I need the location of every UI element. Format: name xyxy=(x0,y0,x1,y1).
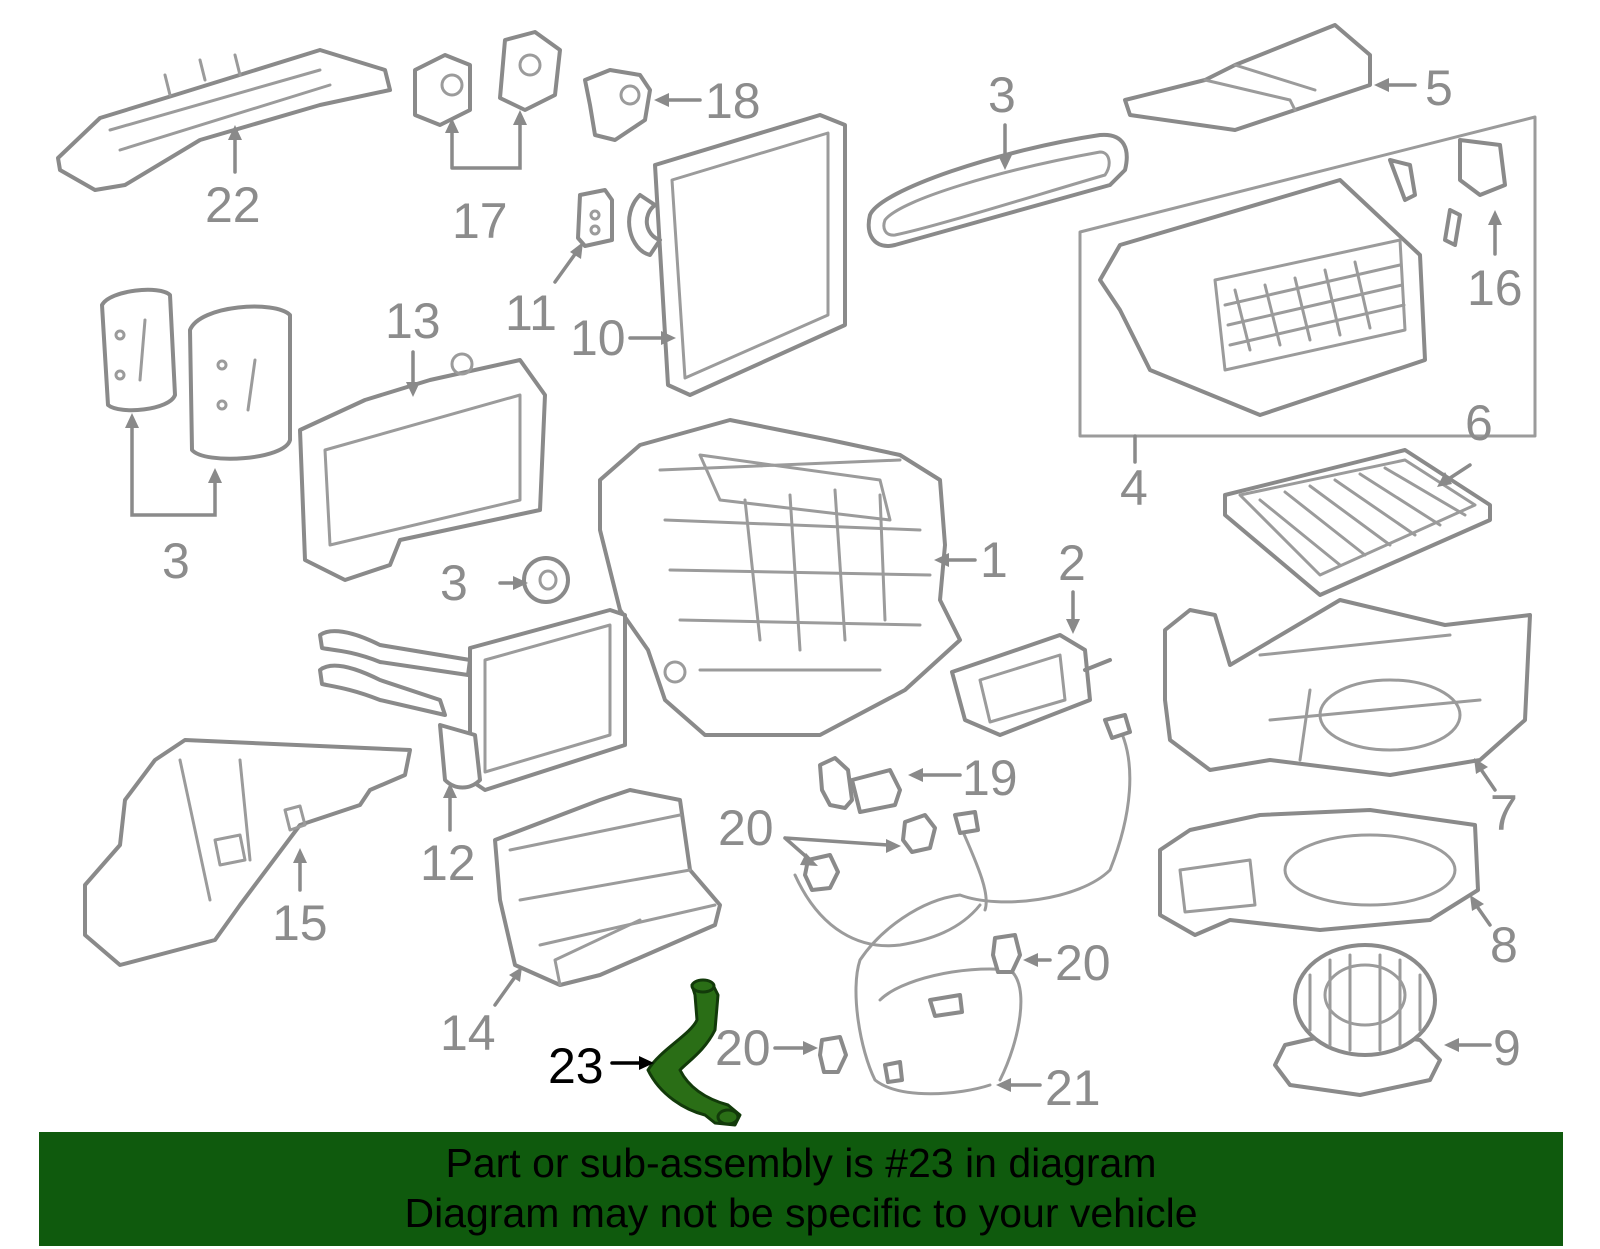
part-7-blower-housing xyxy=(1163,598,1532,777)
callout-20-b: 20 xyxy=(1023,935,1111,991)
callout-20-c: 20 xyxy=(715,1020,818,1076)
banner-disclaimer-text: Diagram may not be specific to your vehi… xyxy=(404,1190,1198,1236)
callout-3-left: 3 xyxy=(125,413,222,589)
callout-4: 4 xyxy=(1120,434,1148,516)
svg-text:10: 10 xyxy=(570,310,626,366)
svg-text:3: 3 xyxy=(162,533,190,589)
part-4-case-assembly xyxy=(1078,115,1537,438)
svg-text:16: 16 xyxy=(1467,260,1523,316)
callout-7: 7 xyxy=(1474,758,1518,841)
callout-15: 15 xyxy=(272,848,328,951)
part-3-seal-top xyxy=(866,132,1129,248)
part-19-sensor xyxy=(818,756,902,814)
part-9-blower-motor xyxy=(1273,943,1442,1097)
part-8-lower-case xyxy=(1158,808,1480,937)
svg-text:3: 3 xyxy=(988,67,1016,123)
callout-3-top: 3 xyxy=(988,67,1016,170)
part-5-cover xyxy=(1123,23,1372,132)
svg-text:14: 14 xyxy=(440,1005,496,1061)
part-20-clips xyxy=(803,813,1022,1074)
svg-text:12: 12 xyxy=(420,835,476,891)
svg-text:22: 22 xyxy=(205,177,261,233)
callout-2: 2 xyxy=(1058,535,1086,634)
svg-text:9: 9 xyxy=(1493,1020,1521,1076)
svg-text:20: 20 xyxy=(718,800,774,856)
part-22-upper-duct xyxy=(56,48,392,192)
part-12-heater-core xyxy=(318,608,627,792)
callout-17: 17 xyxy=(445,110,527,249)
svg-text:20: 20 xyxy=(1055,935,1111,991)
callout-19: 19 xyxy=(908,750,1018,806)
svg-text:23: 23 xyxy=(548,1038,604,1094)
part-2-module xyxy=(950,633,1112,737)
svg-text:19: 19 xyxy=(962,750,1018,806)
svg-text:3: 3 xyxy=(440,555,468,611)
callout-1: 1 xyxy=(934,532,1008,588)
svg-text:8: 8 xyxy=(1490,917,1518,973)
svg-text:21: 21 xyxy=(1045,1060,1101,1116)
callout-23: 23 xyxy=(548,1038,654,1094)
part-17-actuators xyxy=(413,30,562,127)
callout-9: 9 xyxy=(1444,1020,1521,1076)
svg-text:18: 18 xyxy=(705,73,761,129)
part-11-expansion-valve xyxy=(576,188,614,248)
callout-13: 13 xyxy=(385,293,441,397)
part-1-hvac-case xyxy=(598,418,962,737)
banner-part-text: Part or sub-assembly is #23 in diagram xyxy=(445,1140,1157,1186)
part-13-door-frame xyxy=(298,352,547,582)
part-15-floor-duct xyxy=(83,738,412,967)
svg-text:1: 1 xyxy=(980,532,1008,588)
svg-text:20: 20 xyxy=(715,1020,771,1076)
callout-3-grommet: 3 xyxy=(440,555,528,611)
part-3-grommet xyxy=(522,556,570,604)
svg-text:17: 17 xyxy=(452,193,508,249)
svg-text:15: 15 xyxy=(272,895,328,951)
callout-14: 14 xyxy=(440,967,522,1061)
part-3-seal-pads xyxy=(100,287,292,461)
callout-5: 5 xyxy=(1374,60,1453,116)
info-banner: Part or sub-assembly is #23 in diagram D… xyxy=(39,1132,1563,1246)
part-21-wiring-harness xyxy=(793,713,1132,1096)
callout-10: 10 xyxy=(570,310,676,366)
callout-6: 6 xyxy=(1437,395,1493,487)
svg-text:13: 13 xyxy=(385,293,441,349)
callout-20-a: 20 xyxy=(718,800,901,866)
part-10-evaporator xyxy=(627,113,847,397)
svg-text:2: 2 xyxy=(1058,535,1086,591)
part-18-actuator xyxy=(583,68,652,142)
svg-text:5: 5 xyxy=(1425,60,1453,116)
callout-12: 12 xyxy=(420,783,476,891)
callout-16: 16 xyxy=(1467,210,1523,316)
part-6-cabin-filter xyxy=(1223,448,1492,597)
callout-11: 11 xyxy=(505,242,583,341)
svg-text:7: 7 xyxy=(1490,785,1518,841)
callout-8: 8 xyxy=(1470,895,1518,973)
callout-21: 21 xyxy=(996,1060,1101,1116)
callout-18: 18 xyxy=(654,73,761,129)
callout-22: 22 xyxy=(205,125,261,233)
svg-text:11: 11 xyxy=(505,285,557,341)
part-14-distribution-box xyxy=(493,788,722,987)
svg-text:6: 6 xyxy=(1465,395,1493,451)
part-23-drain-hose xyxy=(646,978,742,1127)
svg-text:4: 4 xyxy=(1120,460,1148,516)
